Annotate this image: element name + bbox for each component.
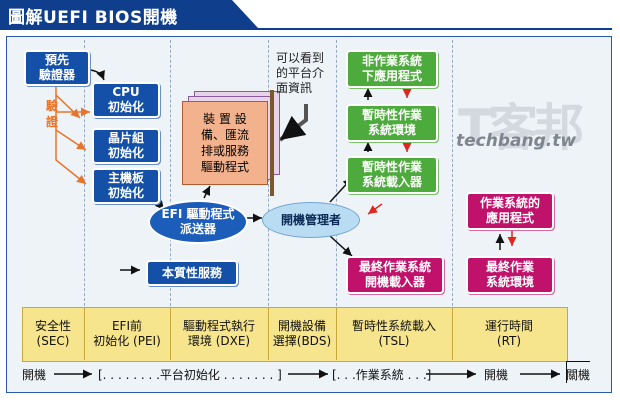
- stage-divider-line: [336, 40, 337, 306]
- timeline-end-tick: [566, 361, 567, 383]
- title-banner: [0, 0, 258, 28]
- non-os-app-box: 非作業系統 下應用程式: [346, 50, 438, 88]
- stage-row: [22, 307, 568, 362]
- stage-divider-line: [452, 40, 453, 306]
- brand-watermark: T客邦: [458, 99, 584, 157]
- cpu-init-box: CPU 初始化: [92, 82, 160, 118]
- stage-divider: [170, 307, 171, 360]
- efi-dispatcher-ellipse: EFI 驅動程式 派送器: [148, 200, 248, 244]
- verify-label: 驗 證: [46, 99, 59, 129]
- timeline-end-line: [566, 361, 590, 362]
- intrinsic-services-box: 本質性服務: [146, 260, 238, 286]
- stage-bds: 開機設備 選擇(BDS): [272, 318, 332, 348]
- timeline-shutdown: 關機: [566, 368, 591, 382]
- stage-divider-line: [84, 40, 85, 306]
- stage-divider: [268, 307, 269, 360]
- title-underline: [0, 28, 612, 30]
- timeline-start: 開機: [22, 368, 47, 382]
- timeline-platform-init: [. . . . . . . .平台初始化 . . . . . . . ]: [98, 368, 282, 382]
- board-init-box: 主機板 初始化: [92, 168, 160, 204]
- final-os-env-box: 最終作業 系統環境: [466, 256, 554, 294]
- stage-divider-line: [170, 40, 171, 306]
- boot-manager-ellipse: 開機管理者: [262, 202, 360, 238]
- chipset-init-box: 晶片組 初始化: [92, 128, 160, 164]
- stage-divider: [452, 307, 453, 360]
- stage-dxe: 驅動程式執行 環境 (DXE): [182, 318, 255, 348]
- timeline-boot: 開機: [484, 368, 509, 382]
- transient-os-loader-box: 暫時性作業 系統載入器: [346, 156, 438, 194]
- os-app-box: 作業系統的 應用程式: [466, 192, 554, 230]
- device-services-box: 裝 置 設 備、匯流 排或服務 驅動程式: [182, 101, 268, 185]
- stage-rt: 運行時間 (RT): [484, 318, 533, 348]
- stage-sec: 安全性 (SEC): [34, 318, 71, 348]
- stage-divider: [336, 307, 337, 360]
- stage-divider: [84, 307, 85, 360]
- stage-pei: EFI前 初始化 (PEI): [93, 318, 161, 348]
- site-watermark: techbang.tw: [456, 131, 577, 151]
- device-bar: [270, 90, 274, 196]
- pre-verifier-box: 預先 驗證器: [24, 50, 90, 86]
- final-os-loader-box: 最終作業系統 開機載入器: [346, 256, 444, 294]
- page-title: 圖解UEFI BIOS開機: [8, 8, 178, 28]
- platform-info-note: 可以看到 的平台介 面資訊: [276, 51, 325, 95]
- timeline-os: [. . .作業系統 . . .]: [332, 368, 432, 382]
- transient-os-env-box: 暫時性作業 系統環境: [346, 104, 438, 142]
- stage-tsl: 暫時性系統載入 (TSL): [351, 318, 436, 348]
